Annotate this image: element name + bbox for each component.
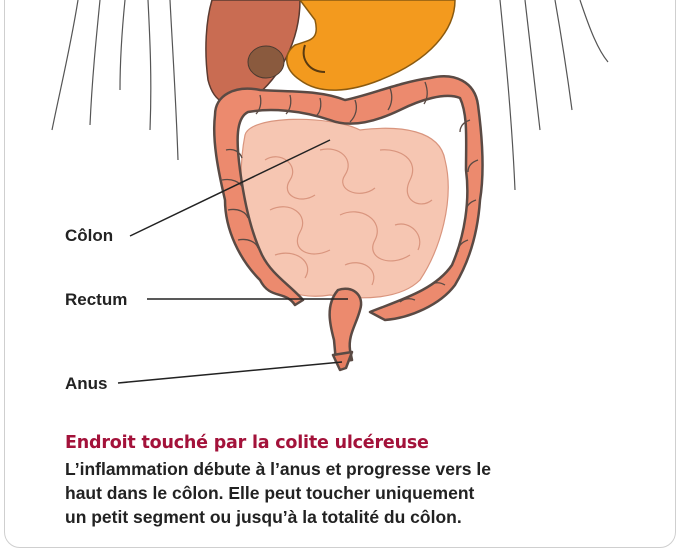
- stomach-shape: [287, 0, 455, 90]
- caption-body: L’inflammation débute à l’anus et progre…: [65, 457, 625, 529]
- caption-title: Endroit touché par la colite ulcéreuse: [65, 433, 429, 453]
- colon-label: Côlon: [65, 226, 113, 246]
- anus-pointer-line: [118, 362, 342, 383]
- rectum-label: Rectum: [65, 290, 127, 310]
- caption-line: un petit segment ou jusqu’à la totalité …: [65, 505, 625, 529]
- gallbladder-shape: [248, 46, 284, 78]
- anus-label: Anus: [65, 374, 108, 394]
- caption-line: haut dans le côlon. Elle peut toucher un…: [65, 481, 625, 505]
- caption-line: L’inflammation débute à l’anus et progre…: [65, 457, 625, 481]
